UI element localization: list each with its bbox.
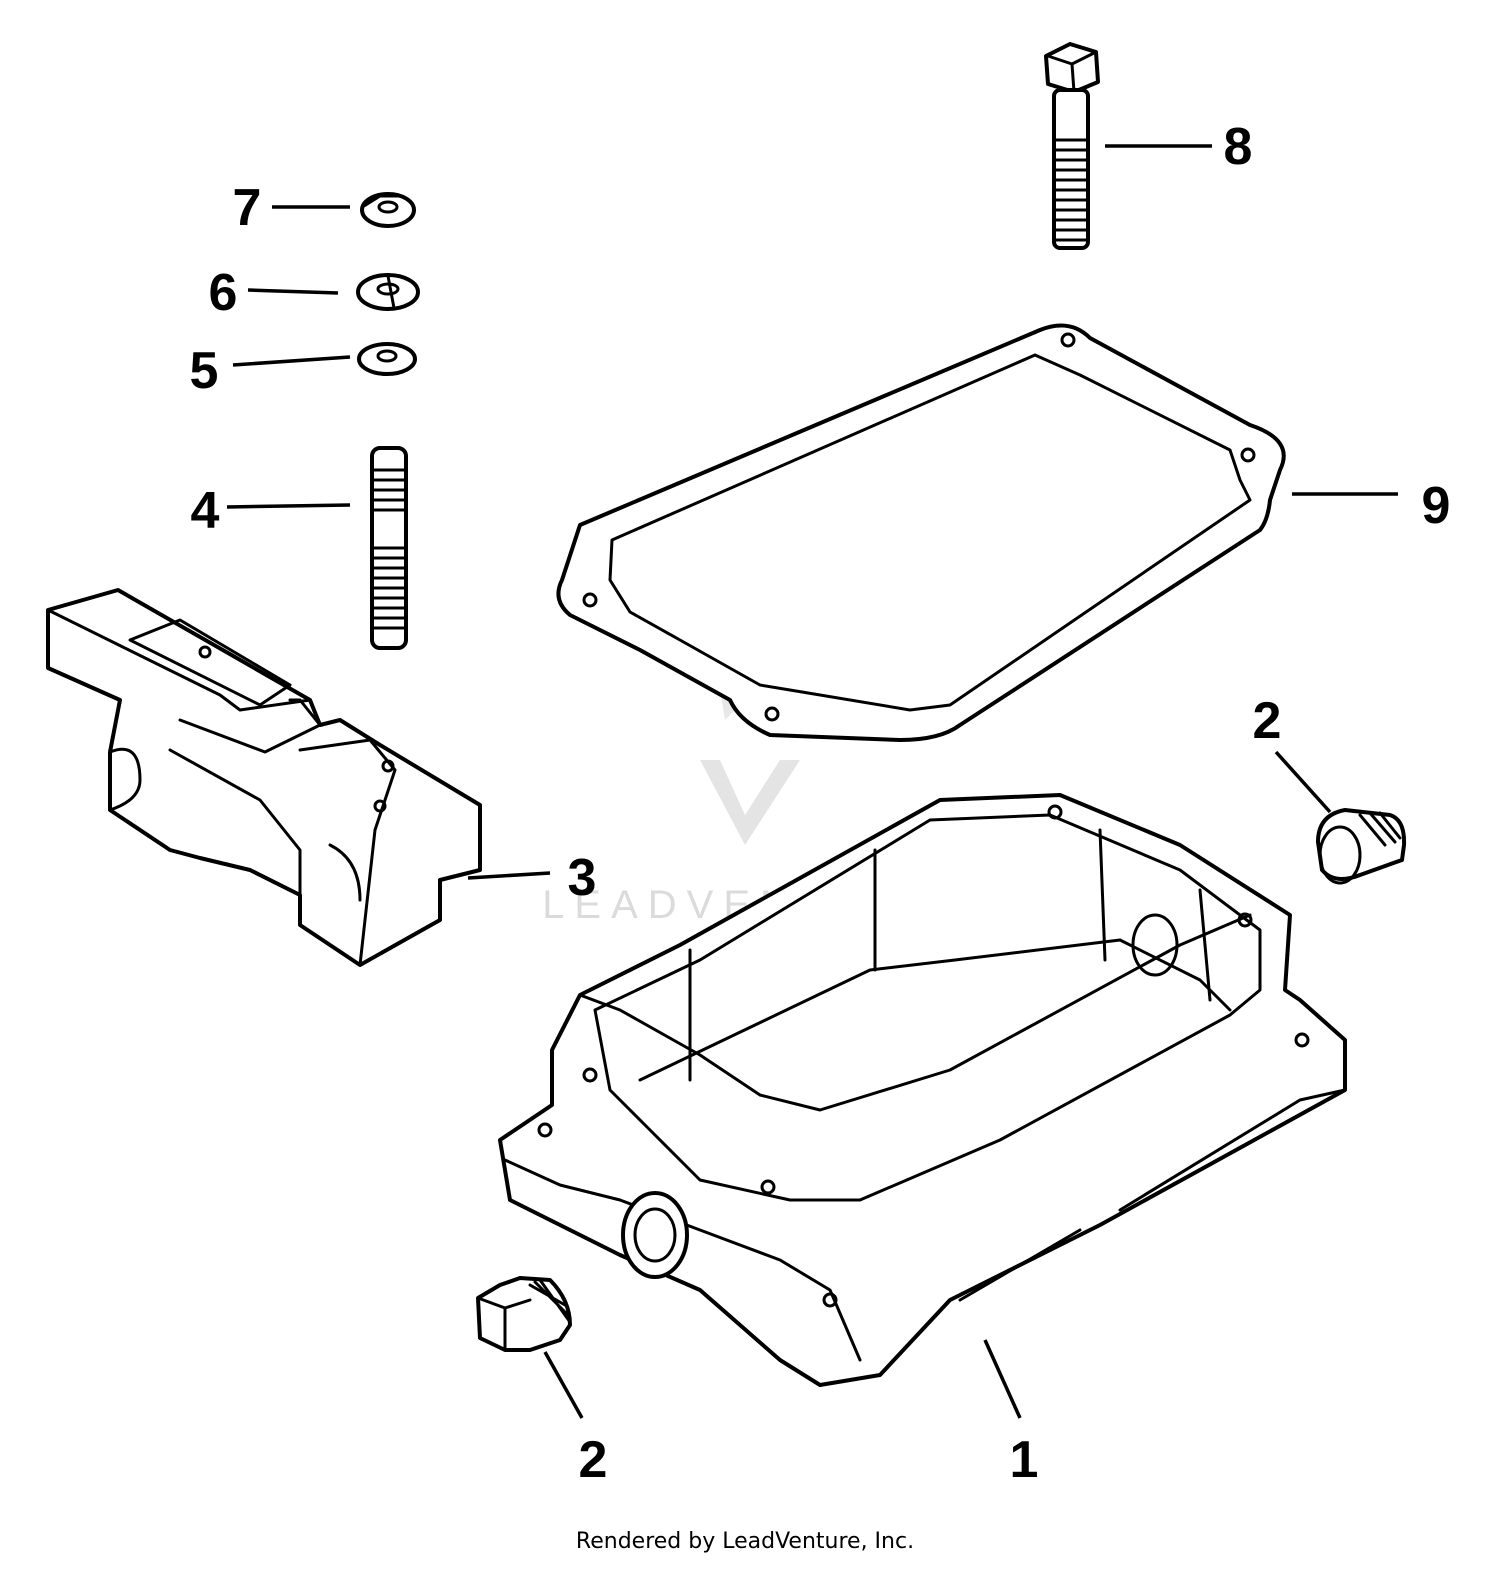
leader-lines <box>226 144 1398 1419</box>
part-bracket <box>46 588 482 967</box>
part-bolt <box>1044 42 1100 250</box>
part-plug-upper <box>1316 808 1407 885</box>
callout-5: 5 <box>190 342 219 400</box>
part-stud <box>370 446 408 650</box>
callout-2-lower: 2 <box>579 1431 608 1489</box>
callout-4: 4 <box>191 482 220 540</box>
part-housing <box>498 793 1347 1387</box>
callout-1: 1 <box>1010 1431 1039 1489</box>
part-gasket <box>556 323 1286 742</box>
part-nut <box>360 192 416 228</box>
part-lock-washer <box>356 273 420 311</box>
callout-3: 3 <box>568 849 597 907</box>
part-flat-washer <box>357 342 417 376</box>
callout-labels: 8 7 6 5 4 9 2 3 2 1 <box>190 118 1451 1489</box>
callout-2-upper: 2 <box>1253 692 1282 750</box>
callout-6: 6 <box>209 264 238 322</box>
callout-9: 9 <box>1422 477 1451 535</box>
callout-7: 7 <box>233 179 262 237</box>
part-plug-lower <box>476 1276 572 1352</box>
callout-8: 8 <box>1224 118 1253 176</box>
footer-credit: Rendered by LeadVenture, Inc. <box>576 1529 914 1554</box>
